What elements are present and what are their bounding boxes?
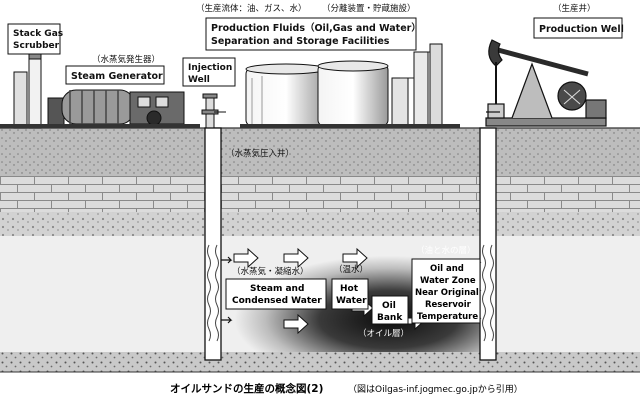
label-stack-gas-scrubber: Stack Gas Scrubber <box>8 24 63 54</box>
injection-wellhead <box>202 94 226 128</box>
oil-water-layer-jp-label: （油と水の層） <box>416 245 476 256</box>
separation-jp-label: （分離装置・貯蔵施設） <box>322 3 416 14</box>
production-well-label: Production Well <box>539 24 624 35</box>
hot-water-jp-label: （温水） <box>334 264 368 275</box>
label-oil-water-zone: Oil and Water Zone Near Original Reservo… <box>412 259 480 323</box>
oil-layer-jp-label: （オイル層） <box>358 328 409 339</box>
hot-water-line1: Hot <box>340 284 359 294</box>
label-production-fluids: Production Fluids（Oil,Gas and Water） Sep… <box>206 18 421 50</box>
production-fluids-jp-label: （生産流体：油、ガス、水） <box>196 3 307 14</box>
production-fluids-line1: Production Fluids（Oil,Gas and Water） <box>211 22 421 34</box>
hot-water-line2: Water <box>336 296 367 306</box>
stack-gas-scrubber-equipment <box>14 54 41 128</box>
label-steam-generator: Steam Generator <box>66 66 164 84</box>
oil-bank-line2: Bank <box>377 313 403 323</box>
oil-water-zone-line5: Temperature <box>417 312 478 322</box>
injection-well-line2: Well <box>188 75 210 85</box>
oil-water-zone-line4: Reservoir <box>425 300 472 310</box>
oil-water-zone-line3: Near Original <box>415 288 479 298</box>
oil-water-zone-line2: Water Zone <box>420 276 476 286</box>
production-well-jp-label: （生産井） <box>553 3 596 14</box>
brick-stratum <box>0 176 640 212</box>
bottom-gravel-layer <box>0 352 640 372</box>
label-hot-water: Hot Water <box>332 279 368 309</box>
label-oil-bank: Oil Bank <box>372 296 408 324</box>
steam-generator-label: Steam Generator <box>71 71 163 82</box>
steam-condensed-line1: Steam and <box>250 284 304 294</box>
pebble-stratum <box>0 212 640 236</box>
storage-tanks <box>240 44 460 128</box>
stack-scrubber-line2: Scrubber <box>13 41 60 51</box>
oil-water-zone-line1: Oil and <box>430 264 464 274</box>
steam-injection-well-jp-label: （水蒸気圧入井） <box>226 148 294 159</box>
injection-well-line1: Injection <box>188 63 232 73</box>
label-injection-well: Injection Well <box>183 58 235 86</box>
caption-source: （図はOilgas-inf.jogmec.go.jpから引用） <box>348 384 523 395</box>
stack-scrubber-line1: Stack Gas <box>13 29 63 39</box>
steam-condensate-jp-label: （水蒸気・凝縮水） <box>232 266 309 277</box>
production-pumpjack <box>486 40 606 126</box>
surface-soil-layer <box>0 128 640 176</box>
production-fluids-line2: Separation and Storage Facilities <box>211 36 390 47</box>
caption-title: オイルサンドの生産の概念図(2) <box>170 382 323 395</box>
steam-generator-jp-label: （水蒸気発生器） <box>92 54 160 65</box>
steam-condensed-line2: Condensed Water <box>232 296 322 306</box>
oil-bank-line1: Oil <box>382 301 396 311</box>
label-production-well: Production Well <box>534 18 624 38</box>
label-steam-condensed-water: Steam and Condensed Water <box>226 279 326 309</box>
